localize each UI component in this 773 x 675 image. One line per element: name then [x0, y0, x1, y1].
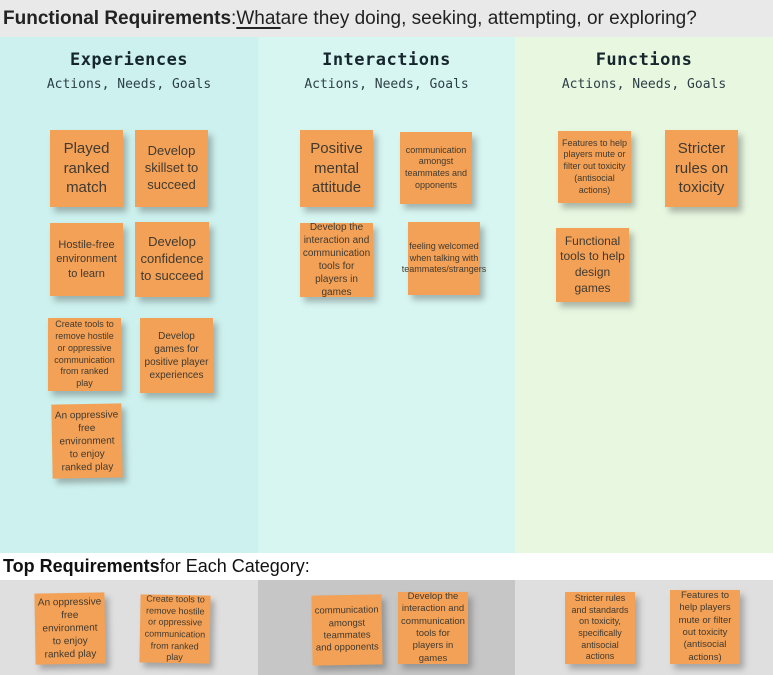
column-title-functions: Functions [595, 50, 693, 70]
sticky-note[interactable]: Features to help players mute or filter … [670, 590, 740, 664]
column-experiences: Experiences Actions, Needs, Goals [0, 37, 258, 553]
sticky-note[interactable]: Develop the interaction and communicatio… [398, 591, 468, 664]
sticky-note[interactable]: Features to help players mute or filter … [558, 131, 631, 203]
sticky-note[interactable]: Create tools to remove hostile or oppres… [139, 593, 211, 664]
sticky-note[interactable]: Develop confidence to succeed [135, 222, 209, 297]
sticky-note[interactable]: Develop the interaction and communicatio… [300, 222, 373, 298]
board-title: Functional Requirements: What are they d… [0, 0, 773, 37]
column-subtitle-interactions: Actions, Needs, Goals [304, 77, 469, 92]
sticky-note[interactable]: Create tools to remove hostile or oppres… [48, 318, 121, 391]
top-requirements-title: Top Requirements for Each Category: [0, 553, 773, 580]
column-title-experiences: Experiences [69, 50, 189, 70]
board-title-underlined-word: What [236, 7, 281, 29]
top-requirements-group-interactions [258, 580, 515, 675]
sticky-note[interactable]: An oppressive free environment to enjoy … [51, 403, 123, 479]
top-requirements-title-rest: for Each Category: [159, 556, 310, 576]
column-subtitle-functions: Actions, Needs, Goals [561, 77, 727, 92]
sticky-note[interactable]: Stricter rules and standards on toxicity… [565, 592, 635, 664]
sticky-note[interactable]: communication amongst teammates and oppo… [311, 594, 383, 666]
column-interactions: Interactions Actions, Needs, Goals [258, 37, 515, 553]
sticky-note[interactable]: Played ranked match [50, 130, 123, 207]
sticky-note[interactable]: Positive mental attitude [300, 130, 373, 207]
column-functions: Functions Actions, Needs, Goals [515, 37, 773, 553]
sticky-note[interactable]: Hostile-free environment to learn [50, 223, 123, 296]
sticky-note[interactable]: Develop games for positive player experi… [140, 318, 213, 393]
sticky-note[interactable]: Stricter rules on toxicity [665, 130, 738, 207]
board-title-rest: are they doing, seeking, attempting, or … [280, 7, 697, 29]
board-title-bold: Functional Requirements [3, 7, 232, 29]
board-title-separator: : [231, 7, 237, 29]
column-title-interactions: Interactions [322, 50, 451, 70]
top-requirements-title-bold: Top Requirements [3, 556, 160, 576]
sticky-note[interactable]: An oppressive free environment to enjoy … [34, 592, 106, 665]
column-subtitle-experiences: Actions, Needs, Goals [46, 77, 212, 92]
sticky-note[interactable]: communication amongst teammates and oppo… [400, 132, 472, 204]
sticky-note[interactable]: Functional tools to help design games [556, 228, 629, 302]
sticky-note[interactable]: feeling welcomed when talking with teamm… [402, 222, 486, 295]
sticky-note[interactable]: Develop skillset to succeed [135, 130, 208, 207]
